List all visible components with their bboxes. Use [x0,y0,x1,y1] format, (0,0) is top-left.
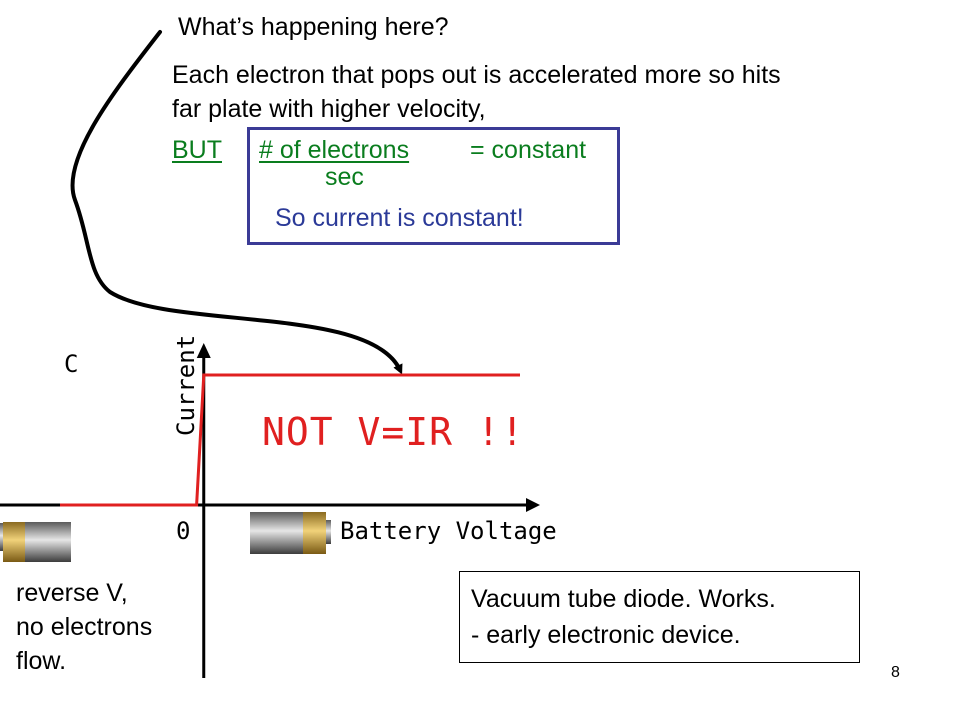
device-note-line-2: - early electronic device. [471,621,741,649]
rate-equals-constant: = constant [470,136,587,164]
curved-arrow [70,30,403,375]
page-number: 8 [891,664,900,681]
device-note-box [459,571,860,663]
reverse-note-line-3: flow. [16,647,67,675]
x-axis-label: Battery Voltage [340,517,557,545]
current-voltage-line [60,373,520,507]
reverse-note-line-1: reverse V, [16,579,128,607]
rate-numerator: # of electrons [259,136,410,164]
x-axis-arrowhead [526,498,540,512]
question-text: What’s happening here? [178,13,449,41]
reverse-note-line-2: no electrons [16,613,153,641]
y-axis-arrowhead [196,343,211,358]
explanation-line-2: far plate with higher velocity, [172,95,486,123]
device-note-line-1: Vacuum tube diode. Works. [471,585,776,613]
rate-denominator: sec [325,163,364,191]
constant-rate-callout [247,127,620,245]
letter-c-label: C [64,350,79,378]
explanation-line-1: Each electron that pops out is accelerat… [172,61,781,89]
but-label: BUT [172,136,222,164]
not-ohms-law-text: NOT V=IR !! [262,410,525,454]
battery-reverse-icon [0,522,71,562]
x-axis-zero-tick-label: 0 [176,517,191,545]
conclusion-text: So current is constant! [275,204,524,232]
battery-forward-icon [250,512,331,554]
y-axis-label: Current [172,334,200,436]
